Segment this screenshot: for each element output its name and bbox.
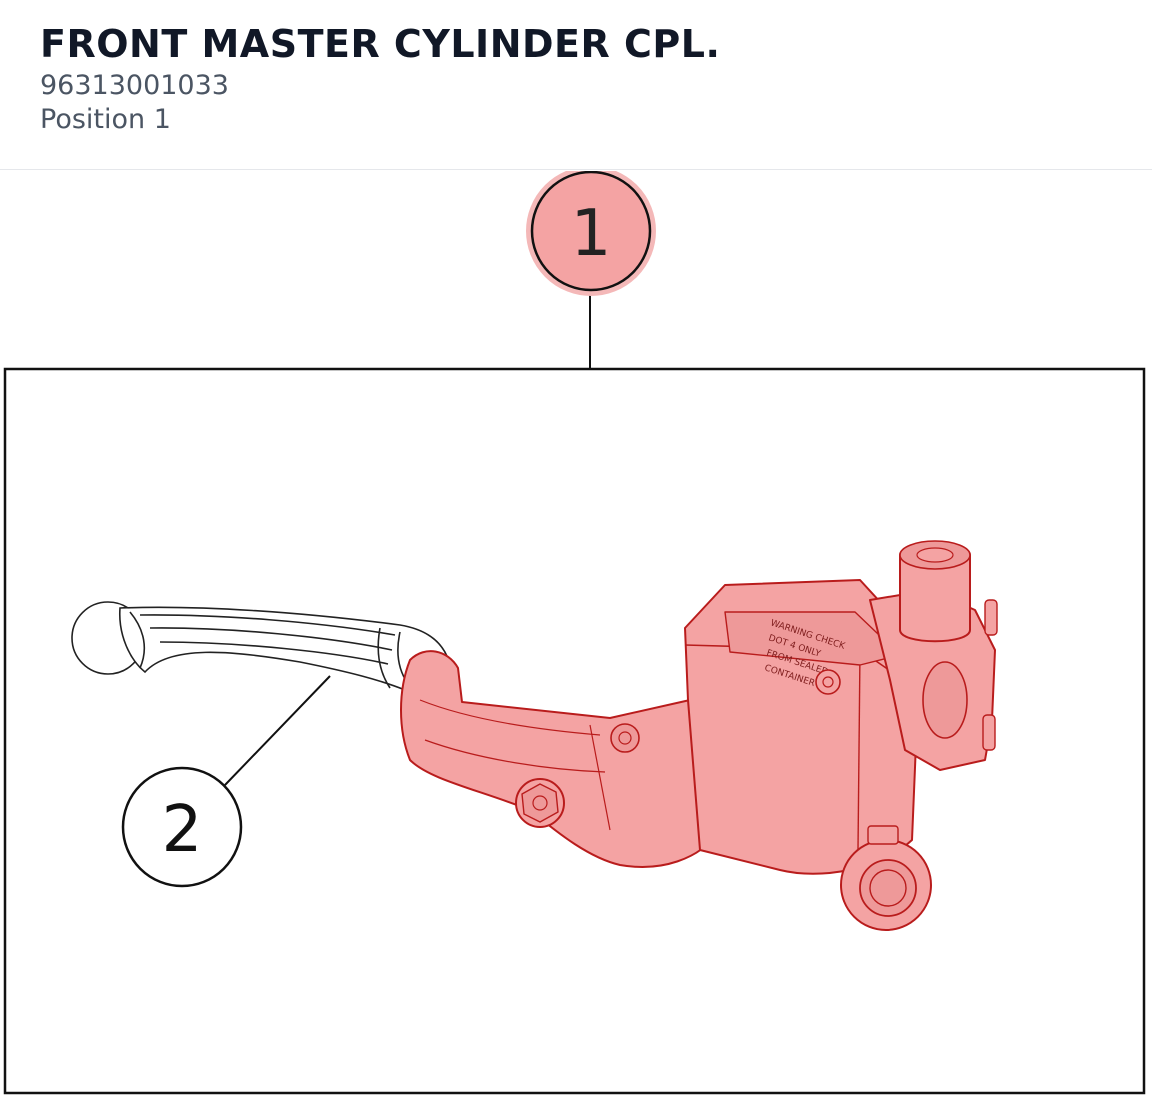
lever-blade: [400, 650, 721, 868]
page-title: FRONT MASTER CYLINDER CPL.: [40, 22, 721, 66]
parts-diagram: WARNING CHECK DOT 4 ONLY FROM SEALED CON…: [0, 166, 1152, 1098]
callout-1-label: 1: [571, 197, 612, 271]
callout-2[interactable]: 2: [121, 766, 243, 888]
assembly-frame: [3, 367, 1146, 1095]
callout-2-leader: [224, 675, 331, 786]
callout-1[interactable]: 1: [526, 166, 656, 296]
position-label: Position 1: [40, 104, 171, 135]
brake-lever: [71, 601, 451, 691]
master-cylinder-body: WARNING CHECK DOT 4 ONLY FROM SEALED CON…: [400, 540, 998, 931]
header: FRONT MASTER CYLINDER CPL. 96313001033 P…: [0, 0, 1152, 170]
callout-2-label: 2: [162, 793, 203, 867]
part-number: 96313001033: [40, 70, 229, 101]
